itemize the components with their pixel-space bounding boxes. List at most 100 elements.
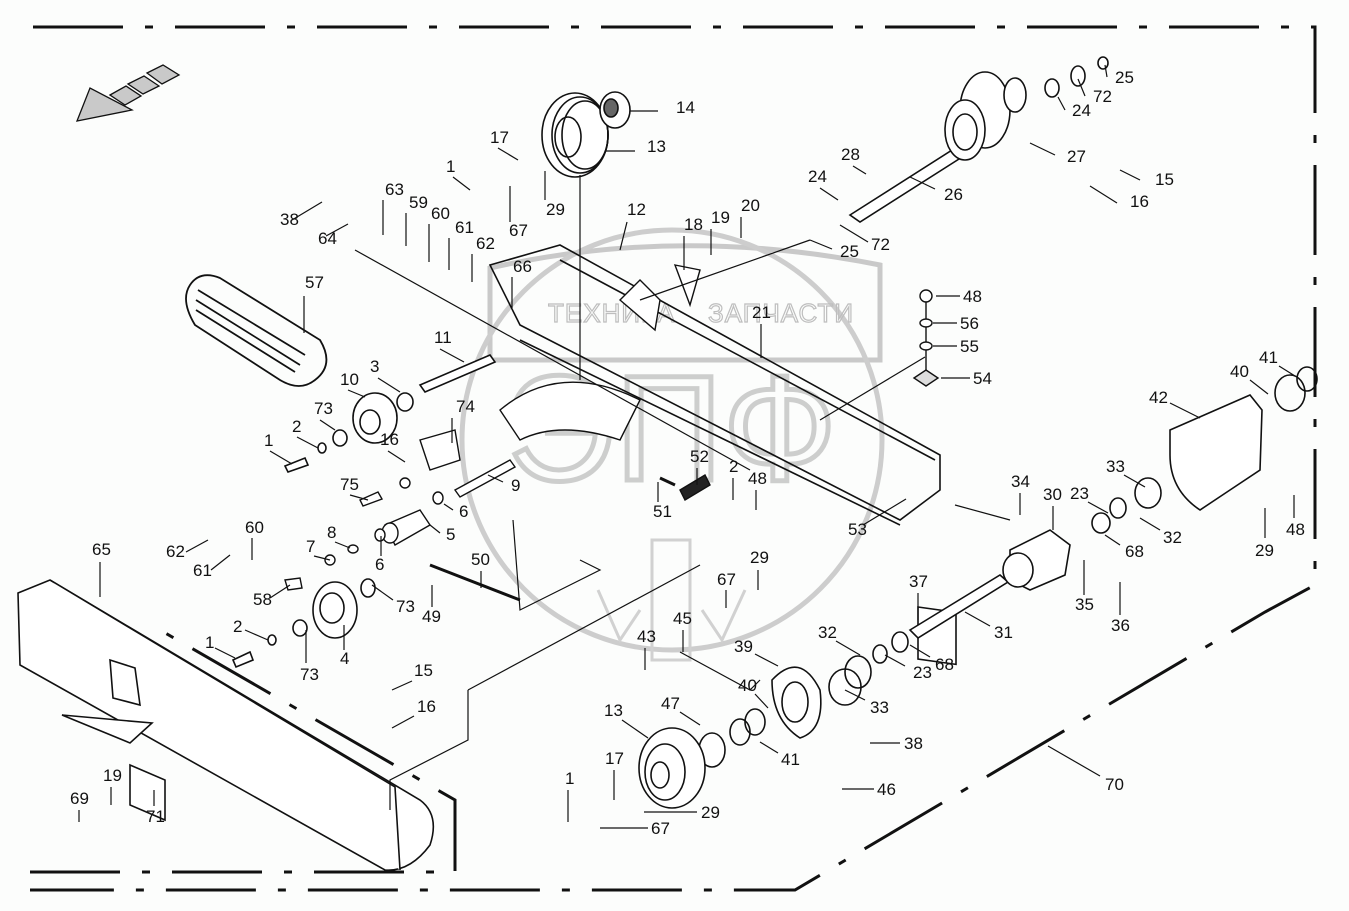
part-callout-26[interactable]: 26 [909, 176, 963, 204]
part-callout-11[interactable]: 11 [434, 328, 465, 363]
part-callout-1[interactable]: 1 [446, 157, 471, 191]
part-number-label[interactable]: 52 [690, 447, 709, 466]
part-number-label[interactable]: 73 [396, 597, 415, 616]
part-number-label[interactable]: 60 [245, 518, 264, 537]
part-number-label[interactable]: 54 [973, 369, 992, 388]
part-number-label[interactable]: 1 [565, 769, 574, 788]
part-number-label[interactable]: 60 [431, 204, 450, 223]
part-number-label[interactable]: 61 [193, 561, 212, 580]
part-number-label[interactable]: 13 [604, 701, 623, 720]
part-callout-32[interactable]: 32 [1139, 517, 1182, 547]
part-number-label[interactable]: 55 [960, 337, 979, 356]
part-callout-74[interactable]: 74 [451, 397, 475, 443]
part-number-label[interactable]: 51 [653, 502, 672, 521]
part-callout-61[interactable]: 61 [448, 218, 474, 270]
part-callout-40[interactable]: 40 [1230, 362, 1269, 395]
part-number-label[interactable]: 25 [1115, 68, 1134, 87]
part-number-label[interactable]: 20 [741, 196, 760, 215]
part-number-label[interactable]: 29 [701, 803, 720, 822]
part-number-label[interactable]: 19 [103, 766, 122, 785]
part-number-label[interactable]: 25 [840, 242, 859, 261]
part-callout-16[interactable]: 16 [380, 430, 406, 463]
part-callout-43[interactable]: 43 [637, 627, 656, 670]
part-number-label[interactable]: 62 [166, 542, 185, 561]
part-callout-10[interactable]: 10 [340, 370, 366, 398]
part-number-label[interactable]: 46 [877, 780, 896, 799]
part-callout-17[interactable]: 17 [490, 128, 519, 161]
part-number-label[interactable]: 28 [841, 145, 860, 164]
part-callout-68[interactable]: 68 [909, 644, 954, 674]
part-number-label[interactable]: 8 [327, 523, 336, 542]
part-callout-55[interactable]: 55 [933, 337, 979, 356]
part-callout-25[interactable]: 25 [1104, 64, 1134, 87]
part-number-label[interactable]: 33 [1106, 457, 1125, 476]
part-number-label[interactable]: 48 [963, 287, 982, 306]
part-callout-62[interactable]: 62 [471, 234, 495, 282]
part-number-label[interactable]: 1 [446, 157, 455, 176]
part-callout-73[interactable]: 73 [314, 399, 336, 431]
part-number-label[interactable]: 4 [340, 649, 349, 668]
part-callout-41[interactable]: 41 [1259, 348, 1296, 377]
part-callout-45[interactable]: 45 [673, 609, 692, 652]
part-number-label[interactable]: 40 [738, 676, 757, 695]
part-callout-29[interactable]: 29 [544, 171, 565, 219]
part-callout-15[interactable]: 15 [1119, 169, 1174, 189]
part-number-label[interactable]: 38 [280, 210, 299, 229]
part-callout-73[interactable]: 73 [300, 630, 319, 684]
part-callout-20[interactable]: 20 [740, 196, 760, 238]
part-callout-67[interactable]: 67 [600, 819, 670, 838]
part-callout-31[interactable]: 31 [964, 611, 1013, 642]
part-callout-38[interactable]: 38 [280, 201, 323, 229]
part-number-label[interactable]: 68 [1125, 542, 1144, 561]
part-callout-41[interactable]: 41 [759, 741, 800, 769]
part-number-label[interactable]: 2 [292, 417, 301, 436]
part-number-label[interactable]: 17 [605, 749, 624, 768]
part-callout-59[interactable]: 59 [405, 193, 428, 246]
part-number-label[interactable]: 17 [490, 128, 509, 147]
part-number-label[interactable]: 10 [340, 370, 359, 389]
part-callout-1[interactable]: 1 [205, 633, 236, 659]
part-number-label[interactable]: 27 [1067, 147, 1086, 166]
part-callout-46[interactable]: 46 [842, 780, 896, 799]
part-callout-23[interactable]: 23 [1070, 484, 1109, 514]
part-number-label[interactable]: 62 [476, 234, 495, 253]
part-number-label[interactable]: 29 [546, 200, 565, 219]
part-number-label[interactable]: 48 [748, 469, 767, 488]
part-callout-24[interactable]: 24 [1057, 96, 1091, 120]
part-callout-48[interactable]: 48 [936, 287, 982, 306]
part-number-label[interactable]: 2 [729, 457, 738, 476]
part-number-label[interactable]: 34 [1011, 472, 1030, 491]
part-callout-1[interactable]: 1 [264, 431, 293, 465]
part-callout-48[interactable]: 48 [1286, 495, 1305, 539]
part-number-label[interactable]: 2 [233, 617, 242, 636]
part-number-label[interactable]: 69 [70, 789, 89, 808]
part-number-label[interactable]: 49 [422, 607, 441, 626]
part-number-label[interactable]: 42 [1149, 388, 1168, 407]
part-callout-14[interactable]: 14 [630, 98, 695, 117]
part-callout-18[interactable]: 18 [683, 215, 703, 270]
part-number-label[interactable]: 14 [676, 98, 695, 117]
part-number-label[interactable]: 66 [513, 257, 532, 276]
part-number-label[interactable]: 9 [511, 476, 520, 495]
part-callout-6[interactable]: 6 [443, 502, 468, 521]
part-callout-36[interactable]: 36 [1111, 582, 1130, 635]
part-number-label[interactable]: 67 [509, 221, 528, 240]
part-number-label[interactable]: 26 [944, 185, 963, 204]
part-callout-50[interactable]: 50 [471, 550, 490, 588]
part-callout-15[interactable]: 15 [391, 661, 433, 691]
part-number-label[interactable]: 58 [253, 590, 272, 609]
part-callout-52[interactable]: 52 [690, 447, 709, 485]
part-number-label[interactable]: 53 [848, 520, 867, 539]
part-number-label[interactable]: 45 [673, 609, 692, 628]
part-callout-27[interactable]: 27 [1029, 142, 1086, 166]
part-number-label[interactable]: 18 [684, 215, 703, 234]
part-callout-51[interactable]: 51 [653, 482, 672, 521]
part-callout-19[interactable]: 19 [710, 208, 730, 255]
part-number-label[interactable]: 23 [913, 663, 932, 682]
part-number-label[interactable]: 38 [904, 734, 923, 753]
part-number-label[interactable]: 72 [1093, 87, 1112, 106]
part-number-label[interactable]: 24 [808, 167, 827, 186]
part-number-label[interactable]: 48 [1286, 520, 1305, 539]
part-callout-39[interactable]: 39 [734, 637, 779, 667]
part-number-label[interactable]: 67 [651, 819, 670, 838]
